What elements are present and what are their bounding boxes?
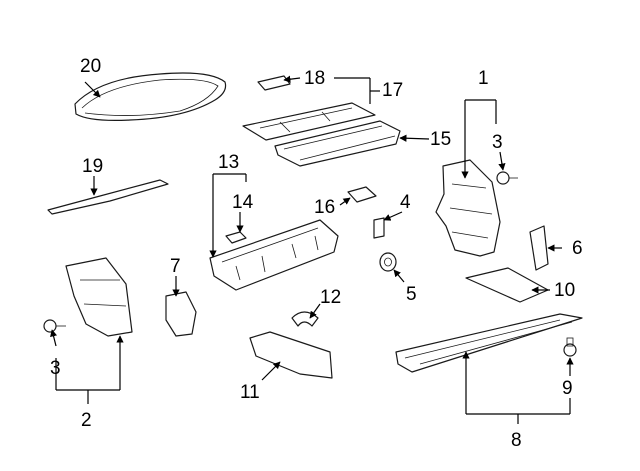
part-2-quarter-trim-left[interactable]	[65, 257, 133, 337]
callout-7: 7	[170, 256, 181, 277]
part-10-tray[interactable]	[465, 267, 549, 303]
callout-9: 9	[562, 378, 573, 399]
part-8-scuff-plate[interactable]	[395, 313, 583, 373]
part-6-bracket[interactable]	[529, 225, 549, 271]
part-3-clip-left[interactable]	[43, 319, 66, 333]
callout-10: 10	[554, 280, 575, 301]
callout-13: 13	[218, 152, 239, 173]
callout-4: 4	[400, 192, 411, 213]
part-20-tonneau-cover[interactable]	[74, 72, 227, 121]
callout-18: 18	[304, 68, 325, 89]
callout-14: 14	[232, 192, 254, 213]
part-5-grommet[interactable]	[379, 252, 397, 272]
part-1-quarter-trim-right[interactable]	[435, 159, 501, 257]
callout-labels: 20 18 17 15 19 13 14 16 4 5 1 3 6 10 7 1…	[50, 56, 583, 451]
part-19-strap[interactable]	[47, 179, 169, 215]
part-17-deck-board[interactable]	[242, 102, 376, 141]
callout-5: 5	[406, 284, 417, 305]
part-3-clip-right[interactable]	[496, 171, 518, 185]
part-12-clamp[interactable]	[291, 311, 319, 327]
callout-15: 15	[430, 129, 451, 150]
part-14-pad[interactable]	[225, 231, 247, 244]
callout-16: 16	[314, 197, 335, 218]
callout-3-right: 3	[492, 132, 503, 153]
part-13-storage-tray[interactable]	[209, 219, 339, 291]
callout-12: 12	[320, 287, 341, 308]
leader-lines	[50, 75, 574, 424]
callout-19: 19	[82, 156, 103, 177]
part-11-support-bracket[interactable]	[249, 331, 333, 379]
callout-3-left: 3	[50, 358, 61, 379]
callout-2: 2	[81, 410, 92, 431]
part-4-clip[interactable]	[373, 217, 385, 239]
part-9-bolt[interactable]	[563, 337, 577, 357]
part-15-deck-board[interactable]	[274, 120, 401, 167]
callout-6: 6	[572, 238, 583, 259]
part-7-bracket[interactable]	[165, 291, 197, 337]
callout-8: 8	[511, 430, 522, 451]
callout-1: 1	[478, 68, 489, 89]
part-16-pad[interactable]	[347, 186, 377, 203]
callout-11: 11	[240, 382, 260, 403]
callout-17: 17	[382, 80, 403, 101]
callout-20: 20	[80, 56, 101, 77]
part-18-mat-piece[interactable]	[257, 75, 291, 91]
